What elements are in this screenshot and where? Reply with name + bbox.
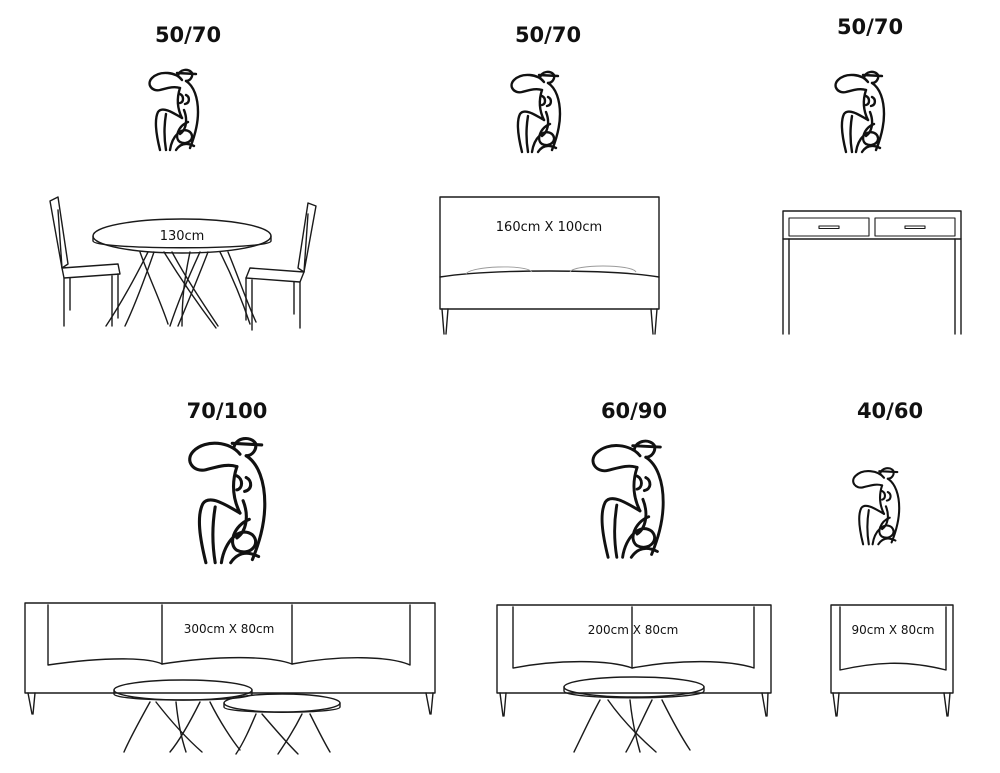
scene-sofa-medium: 60/90 200cm X 80cm (496, 399, 772, 753)
artwork-size-title: 50/70 (155, 23, 221, 47)
dining-chair-left (49, 196, 121, 327)
round-dining-table (92, 218, 272, 329)
three-seat-sofa (24, 602, 436, 715)
scene-console: 50/70 (782, 15, 962, 335)
armchair-dimension-label: 90cm X 80cm (852, 623, 935, 637)
line-art-figure-icon (852, 467, 900, 545)
scene-bed: 50/70 160cm X 100cm (439, 23, 660, 335)
line-art-figure-icon (511, 71, 561, 153)
sofa-large-dimension-label: 300cm X 80cm (184, 622, 275, 636)
coffee-table-small (223, 693, 341, 755)
sofa-medium-dimension-label: 200cm X 80cm (588, 623, 679, 637)
scene-dining-table: 50/70 130cm (49, 23, 317, 331)
scene-sofa-large: 70/100 300cm X 80cm (24, 399, 436, 755)
coffee-table-large (113, 679, 253, 753)
two-seat-sofa (496, 604, 772, 717)
bed-frame (439, 196, 660, 335)
line-art-figure-icon (592, 440, 664, 559)
artwork-size-title: 60/90 (601, 399, 667, 423)
line-art-figure-icon (835, 71, 885, 153)
artwork-size-title: 40/60 (857, 399, 923, 423)
coffee-table-medium (563, 676, 705, 753)
artwork-size-title: 70/100 (187, 399, 268, 423)
artwork-size-title: 50/70 (837, 15, 903, 39)
table-dimension-label: 130cm (160, 229, 205, 244)
console-table (782, 210, 962, 335)
line-art-figure-icon (188, 437, 266, 564)
bed-dimension-label: 160cm X 100cm (496, 220, 602, 235)
dining-chair-right (245, 202, 317, 331)
line-art-figure-icon (149, 69, 199, 151)
scene-armchair: 40/60 90cm X 80cm (830, 399, 954, 717)
artwork-size-title: 50/70 (515, 23, 581, 47)
armchair (830, 604, 954, 717)
